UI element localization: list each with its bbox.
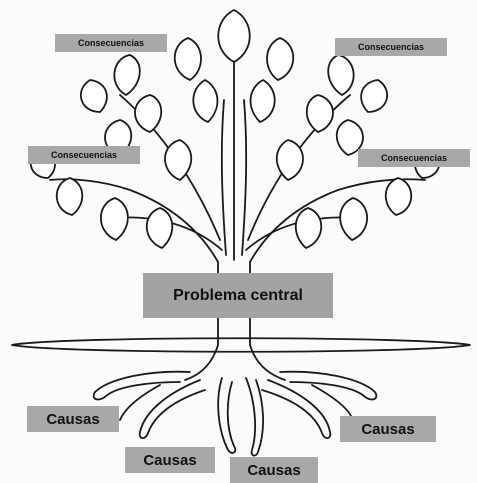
central-problem-label: Problema central bbox=[143, 273, 333, 318]
leaf-right-bottom-1 bbox=[340, 198, 367, 240]
cause-label-right: Causas bbox=[340, 416, 436, 442]
leaf-top bbox=[218, 10, 250, 62]
leaf-right-mid-1 bbox=[361, 80, 387, 112]
leaf-left-top-1 bbox=[175, 38, 201, 80]
trunk-base-right bbox=[250, 345, 285, 380]
root-7 bbox=[120, 385, 160, 420]
leaf-right-top-1 bbox=[267, 38, 293, 80]
leaf-left-bottom-1 bbox=[101, 198, 128, 240]
leaf-right-low-3 bbox=[386, 178, 412, 215]
root-4 bbox=[246, 378, 263, 456]
consequence-label-mid-left: Consecuencias bbox=[28, 146, 140, 164]
leaf-left-top-2 bbox=[114, 55, 139, 95]
root-2 bbox=[140, 380, 205, 438]
leaf-left-mid-1 bbox=[81, 80, 107, 112]
leaf-right-mid-2 bbox=[307, 95, 333, 132]
cause-label-left: Causas bbox=[27, 406, 119, 432]
ground-line bbox=[12, 338, 470, 352]
consequence-label-top-right: Consecuencias bbox=[335, 38, 447, 56]
consequence-label-top-left: Consecuencias bbox=[55, 34, 167, 52]
leaf-right-mid-3 bbox=[251, 80, 275, 122]
branch-center-right bbox=[242, 100, 246, 255]
leaf-right-bottom-2 bbox=[296, 208, 322, 248]
leaf-left-low-3 bbox=[57, 178, 83, 215]
consequence-label-mid-right: Consecuencias bbox=[358, 149, 470, 167]
leaf-left-mid-2 bbox=[135, 95, 161, 132]
trunk-base-left bbox=[185, 345, 218, 380]
branch-center-left bbox=[222, 100, 226, 255]
root-8 bbox=[312, 385, 352, 418]
leaf-left-bottom-2 bbox=[147, 208, 173, 248]
cause-label-center-left: Causas bbox=[125, 447, 215, 473]
leaf-right-top-2 bbox=[328, 55, 353, 95]
leaf-left-mid-3 bbox=[193, 80, 217, 122]
root-3 bbox=[218, 378, 235, 453]
cause-label-center: Causas bbox=[230, 457, 318, 483]
